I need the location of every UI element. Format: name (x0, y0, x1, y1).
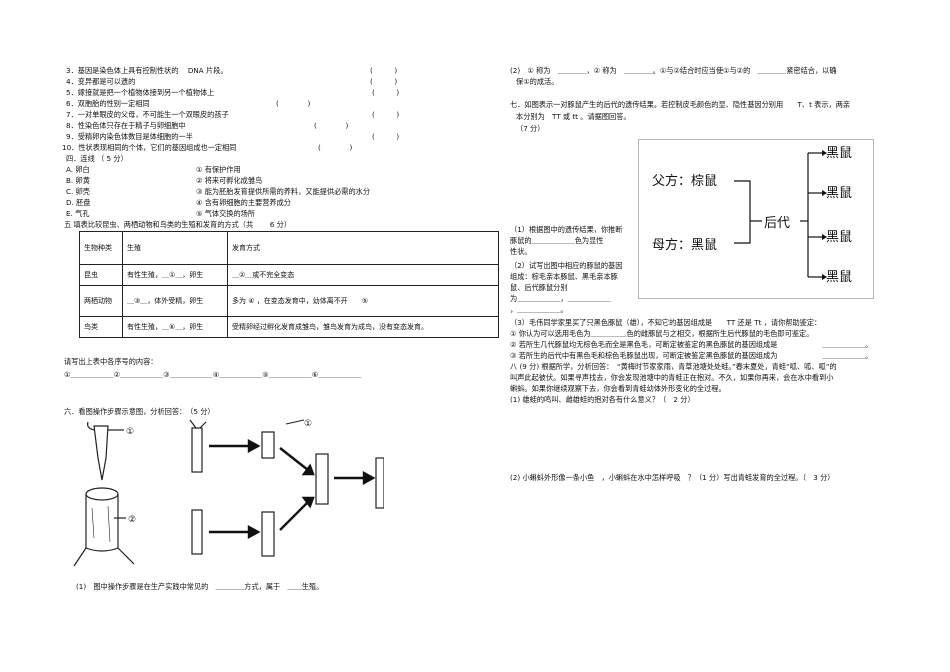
q7-1-line: 性状。 (510, 247, 532, 256)
match-right-item: ④ 含有卵细胞的主要营养成分 (196, 198, 291, 207)
q7-3-2: ② 若所生几代豚鼠均无棕色毛而全是黑色毛，可断定被鉴定的黑色豚鼠的基因组成是 (510, 340, 778, 349)
q6-2-line2: 保①的成活。 (516, 77, 559, 86)
label-one: ① (304, 419, 312, 429)
judge-item-7: 7．一对单眼皮的父母，不可能生一个双眼皮的孩子 (66, 110, 229, 119)
comparison-table: 生物种类 生殖 发育方式 昆虫 有性生殖，＿①＿，卵生 ＿②＿或不完全变态 两栖… (79, 231, 499, 338)
table-cell[interactable]: 多为 ④ ，在变态发育中，幼体离不开 ⑤ (227, 285, 499, 317)
section-8-line3: 蝌蚪。如果你继续观察下去，你会看到青蛙幼体外形变化的全过程。 (510, 384, 726, 393)
match-right-item: ② 将来可孵化成雏鸟 (196, 176, 263, 185)
q7-1-line[interactable]: 豚鼠的＿＿＿＿＿＿色为显性 (510, 236, 604, 245)
table-cell[interactable]: ＿③＿，体外受精，卵生 (122, 285, 228, 317)
q7-3-1[interactable]: ① 你认为可以选用毛色为＿＿＿＿＿色的雌豚鼠与之相交，根据所生后代豚鼠的毛色即可… (510, 329, 814, 338)
q7-2-line[interactable]: ，＿＿＿＿＿＿。 (510, 305, 568, 314)
match-right-item: ① 有保护作用 (196, 165, 241, 174)
match-right-item: ③ 能为胚胎发育提供所需的养料，又能提供必需的水分 (196, 187, 371, 196)
table-header-cell: 生殖 (122, 231, 228, 265)
table-cell[interactable]: 受精卵经过孵化发育成雏鸟，雏鸟发育为成鸟，没有变态发育。 (227, 316, 499, 338)
section-7-line1: 七．如图表示一对豚鼠产生的后代的遗传结果。若控制皮毛颜色的显、隐性基因分别用 T… (510, 100, 851, 109)
table-header-cell: 生物种类 (79, 231, 123, 265)
process-arrows (209, 438, 376, 540)
table-header-cell: 发育方式 (227, 231, 499, 265)
grafting-diagram: ① ② ① (64, 418, 384, 578)
pedigree-figure: 父方：棕鼠 母方：黑鼠 后代 黑鼠 黑鼠 黑鼠 黑鼠 (638, 139, 874, 299)
q7-2-line: 鼠、后代豚鼠分别 (510, 283, 568, 292)
q7-2-line[interactable]: 为＿＿＿＿＿＿，＿＿＿＿＿＿ (510, 294, 611, 303)
child-label: 黑鼠 (826, 186, 852, 201)
q7-3-2-blank[interactable]: ＿＿＿＿＿＿。 (822, 340, 873, 349)
table-row: 鸟类 有性生殖，＿⑥＿，卵生 受精卵经过孵化发育成雏鸟，雏鸟发育为成鸟，没有变态… (79, 316, 499, 338)
label-one: ① (126, 427, 134, 437)
q7-2-line: 组成：棕毛亲本豚鼠、黑毛亲本豚 (510, 272, 618, 281)
q8-2: (2) 小蝌蚪外形像一条小鱼 ，小蝌蚪在水中怎样呼吸 ？（1 分）写出青蛙发育的… (510, 473, 835, 482)
table-row: 两栖动物 ＿③＿，体外受精，卵生 多为 ④ ，在变态发育中，幼体离不开 ⑤ (79, 285, 499, 317)
section-8-line2: 叫声此起彼伏。如果寻声找去，你会发现池塘中的青蛙正在抱对。不久，如果你再来，会在… (510, 373, 834, 382)
answer-paren[interactable]: ( ) (372, 110, 400, 119)
table-cell: 昆虫 (79, 264, 123, 286)
judge-item-10: 10．性状表现相同的个体，它们的基因组成也一定相同 (62, 143, 237, 152)
match-left-item: D. 胚盘 (66, 198, 91, 207)
q7-3-3-blank[interactable]: ＿＿＿＿＿＿。 (822, 351, 873, 360)
q7-3: （3）毛伟同学家里买了只黑色豚鼠（雄），不知它的基因组成是 TT 还是 Tt ，… (510, 318, 822, 327)
table-cell[interactable]: 有性生殖，＿⑥＿，卵生 (122, 316, 228, 338)
section-5-title: 五 填表比较昆虫、两栖动物和鸟类的生殖和发育的方式（共 6 分） (64, 220, 292, 229)
fill-prompt: 请写出上表中各序号的内容： (64, 357, 158, 366)
q6-1[interactable]: (1) 图中操作步骤是在生产实践中常见的 ＿＿＿＿方式，属于 ＿＿生殖。 (76, 582, 324, 591)
offspring-label: 后代 (764, 216, 790, 231)
q7-1-line: （1）根据图中的遗传结果，你推断 (510, 225, 623, 234)
answer-paren[interactable]: ( ) (372, 132, 400, 141)
mother-label: 母方：黑鼠 (652, 237, 717, 253)
scion-illustration (87, 421, 124, 481)
child-label: 黑鼠 (826, 146, 852, 161)
q7-3-3: ③ 若所生的后代中有黑色毛和棕色毛豚鼠出现，可断定被鉴定黑色豚鼠的基因组成为 (510, 351, 778, 360)
judge-item-6: 6．双胞胎的性别一定相同 (66, 99, 150, 108)
answer-paren[interactable]: ( ) (370, 66, 398, 75)
child-label: 黑鼠 (826, 230, 852, 245)
child-label: 黑鼠 (826, 270, 852, 285)
judge-item-9: 9．受精卵内染色体数目是体细胞的一半 (66, 132, 193, 141)
answer-paren[interactable]: ( ) (276, 99, 311, 108)
table-cell: 鸟类 (79, 316, 123, 338)
label-two: ② (128, 515, 136, 525)
table-cell: 两栖动物 (79, 285, 123, 317)
answer-paren[interactable]: ( ) (314, 121, 349, 130)
match-right-item: ⑤ 气体交换的场所 (196, 209, 256, 218)
table-cell[interactable]: 有性生殖，＿①＿，卵生 (122, 264, 228, 286)
section-7-line3: （7 分） (516, 124, 545, 133)
father-label: 父方：棕鼠 (652, 173, 717, 189)
answer-paren[interactable]: ( ) (318, 143, 353, 152)
answer-paren[interactable]: ( ) (370, 77, 398, 86)
pedigree-arrowheads (822, 150, 827, 280)
section-4-title: 四．连线 （ 5 分） (66, 154, 128, 163)
q8-1: (1) 雄蛙的鸣叫、雌雄蛙的抱对各有什么意义？（ 2 分） (510, 395, 695, 404)
stock-illustration (73, 487, 135, 567)
fill-answer-line[interactable]: ①＿＿＿＿＿＿②＿＿＿＿＿＿③＿＿＿＿＿＿④＿＿＿＿＿＿⑤＿＿＿＿＿＿⑥＿＿＿＿… (64, 370, 362, 379)
judge-item-4: 4．变异都是可以遗的 (66, 77, 136, 86)
section-6-title: 六．看图操作步骤示意图，分析回答： （5 分） (64, 407, 215, 416)
judge-item-3: 3．基因是染色体上具有控制性状的 DNA 片段。 (66, 66, 228, 75)
table-cell[interactable]: ＿②＿或不完全变态 (227, 264, 499, 286)
judge-item-8: 8．性染色体只存在于精子与卵细胞中 (66, 121, 186, 130)
table-header-row: 生物种类 生殖 发育方式 (79, 231, 499, 265)
match-left-item: C. 卵壳 (66, 187, 90, 196)
section-7-line2: 本分别为 TT 或 tt 。请据图回答。 (516, 112, 631, 121)
section-8-line1: 八 (9 分) 根据所学，分析回答： “黄梅时节家家雨，青草池塘处处蛙。”春末夏… (510, 362, 837, 371)
match-left-item: B. 卵黄 (66, 176, 90, 185)
q7-2-line: （2）试写出图中相应的豚鼠的基因 (510, 261, 623, 270)
judge-item-5: 5．嫁接就是把一个植物体接到另一个植物体上 (66, 88, 215, 97)
table-row: 昆虫 有性生殖，＿①＿，卵生 ＿②＿或不完全变态 (79, 264, 499, 286)
match-left-item: A. 卵白 (66, 165, 90, 174)
match-left-item: E. 气孔 (66, 209, 90, 218)
branch-pieces (189, 419, 384, 557)
answer-paren[interactable]: ( ) (372, 88, 400, 97)
pedigree-lines (734, 152, 822, 278)
q6-2-line1[interactable]: (2) ① 称为 ＿＿＿＿，② 称为 ＿＿＿＿。①与②结合时应当使①与②的 ＿＿… (510, 66, 837, 75)
